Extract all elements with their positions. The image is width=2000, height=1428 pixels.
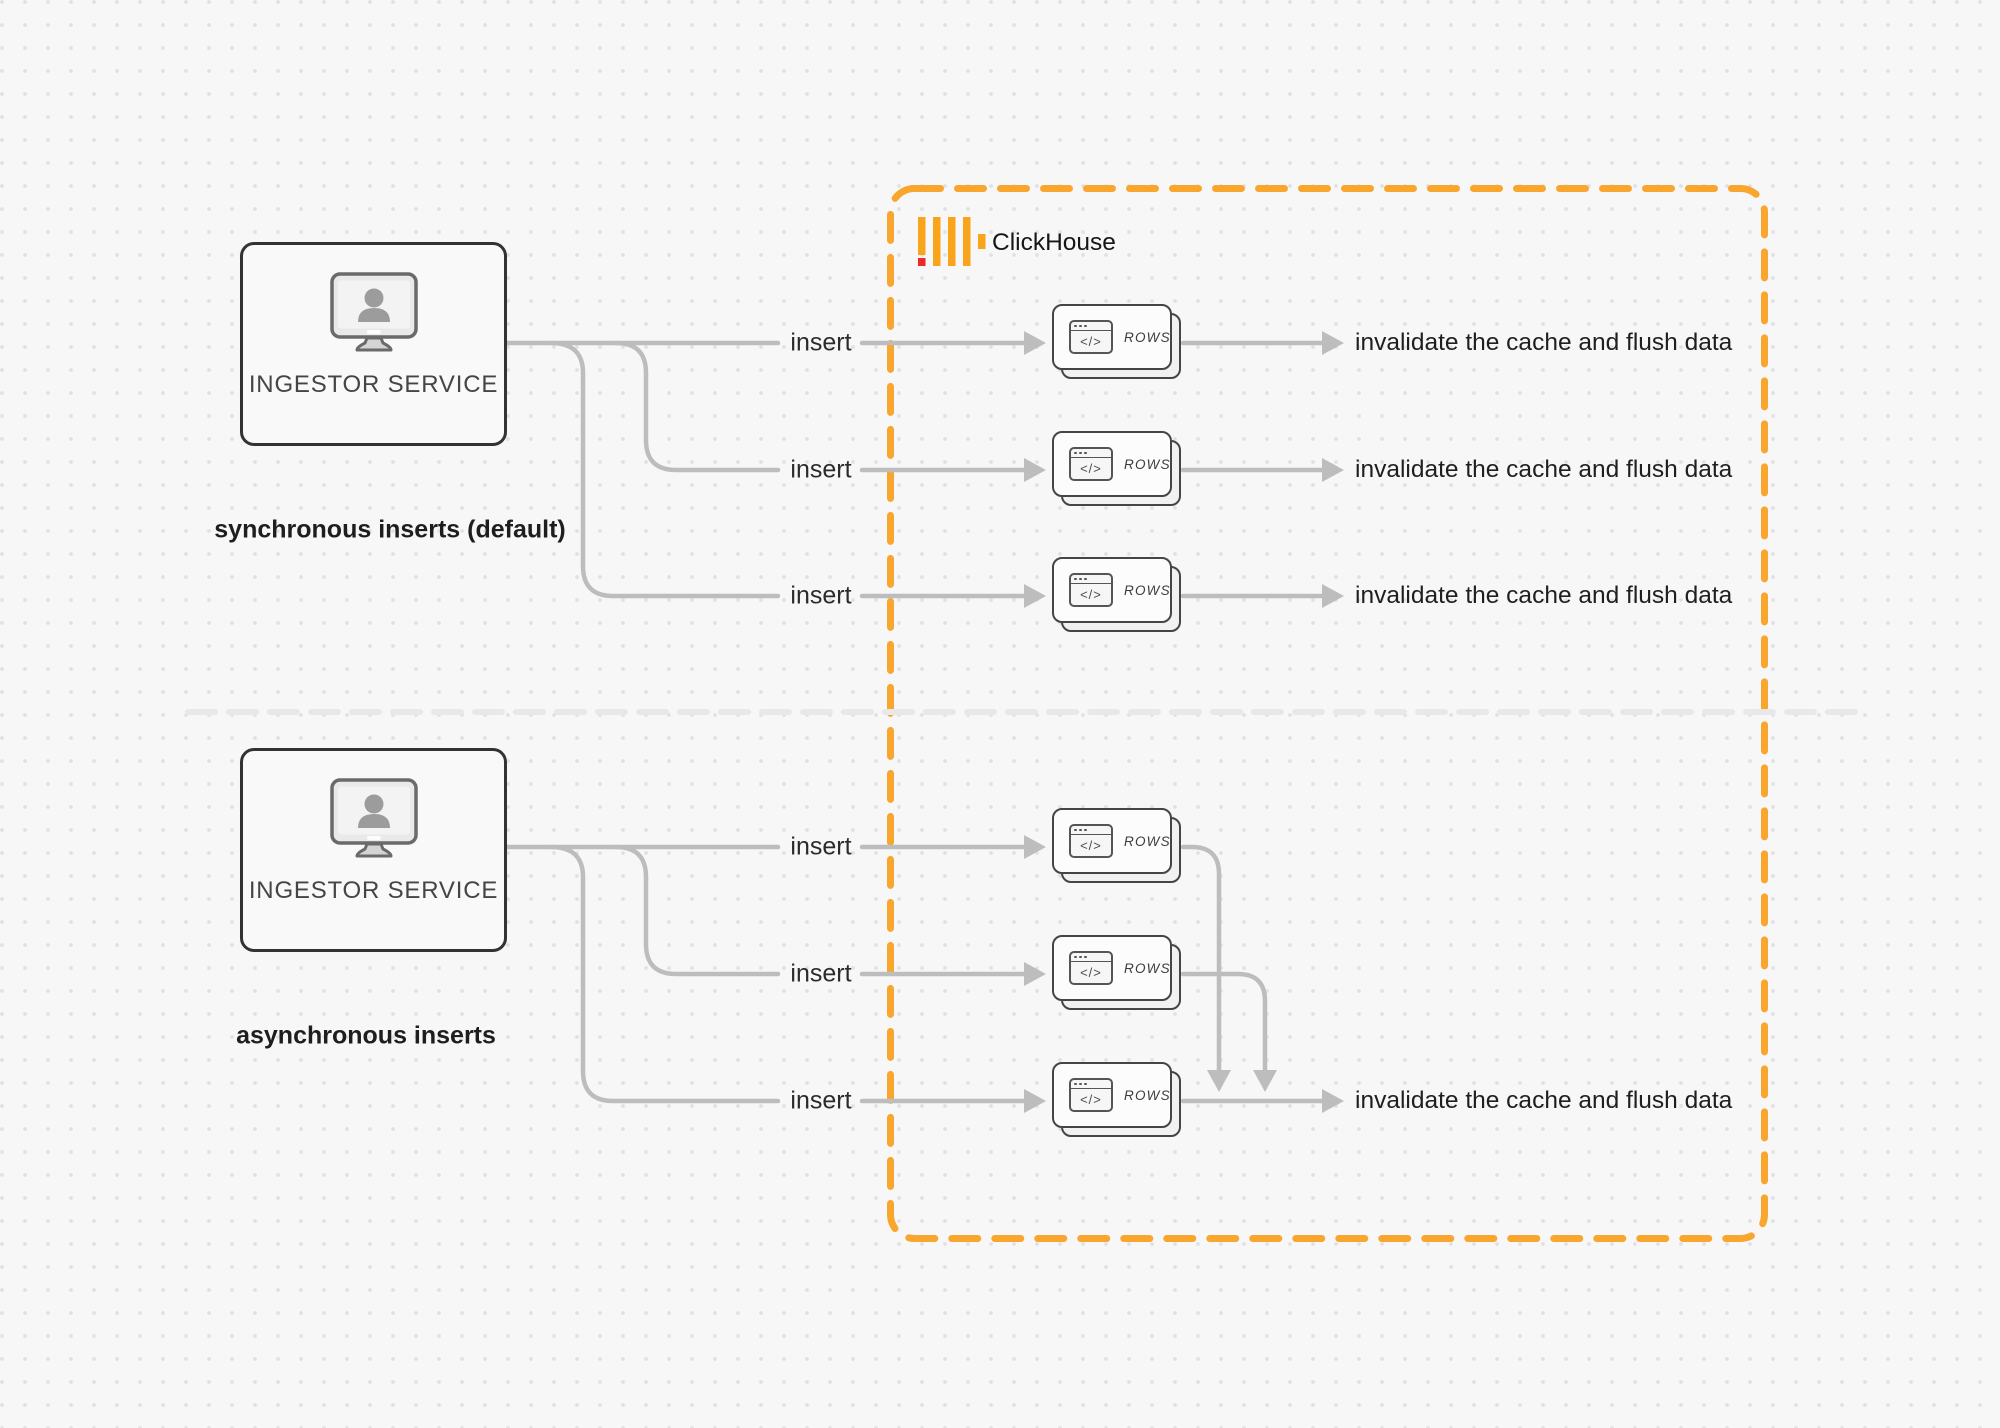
arrowheads — [1024, 331, 1344, 1113]
code-window-icon: </> — [1069, 320, 1113, 354]
insert-label: insert — [790, 455, 852, 484]
monitor-user-icon — [329, 272, 418, 352]
result-label: invalidate the cache and flush data — [1355, 329, 1733, 356]
rows-card: </> ROWS — [1052, 557, 1186, 637]
rows-card-label: ROWS — [1124, 833, 1171, 849]
code-window-icon: </> — [1069, 573, 1113, 607]
code-window-icon: </> — [1069, 1078, 1113, 1112]
rows-card-label: ROWS — [1124, 582, 1171, 598]
clickhouse-label: ClickHouse — [992, 229, 1116, 256]
sync-ingestor-service-box: INGESTOR SERVICE — [240, 242, 507, 446]
result-label: invalidate the cache and flush data — [1355, 456, 1733, 483]
code-window-icon: </> — [1069, 824, 1113, 858]
async-ingestor-service-box: INGESTOR SERVICE — [240, 748, 507, 952]
clickhouse-logo-icon — [918, 217, 988, 272]
async-caption: asynchronous inserts — [236, 1021, 496, 1050]
insert-label: insert — [790, 1086, 852, 1115]
result-label: invalidate the cache and flush data — [1355, 582, 1733, 609]
result-label: invalidate the cache and flush data — [1355, 1087, 1733, 1114]
rows-card-label: ROWS — [1124, 456, 1171, 472]
rows-card-label: ROWS — [1124, 960, 1171, 976]
sync-caption: synchronous inserts (default) — [214, 515, 566, 544]
insert-label: insert — [790, 581, 852, 610]
rows-card-label: ROWS — [1124, 1087, 1171, 1103]
insert-label: insert — [790, 959, 852, 988]
rows-card: </> ROWS — [1052, 935, 1186, 1015]
rows-card: </> ROWS — [1052, 1062, 1186, 1142]
insert-label: insert — [790, 328, 852, 357]
rows-card: </> ROWS — [1052, 808, 1186, 888]
rows-card: </> ROWS — [1052, 304, 1186, 384]
insert-label: insert — [790, 832, 852, 861]
code-window-icon: </> — [1069, 447, 1113, 481]
service-label: INGESTOR SERVICE — [248, 877, 499, 904]
service-label: INGESTOR SERVICE — [248, 371, 499, 398]
insert-wires — [504, 340, 1325, 1104]
code-window-icon: </> — [1069, 951, 1113, 985]
rows-card-label: ROWS — [1124, 329, 1171, 345]
monitor-user-icon — [329, 778, 418, 858]
rows-card: </> ROWS — [1052, 431, 1186, 511]
